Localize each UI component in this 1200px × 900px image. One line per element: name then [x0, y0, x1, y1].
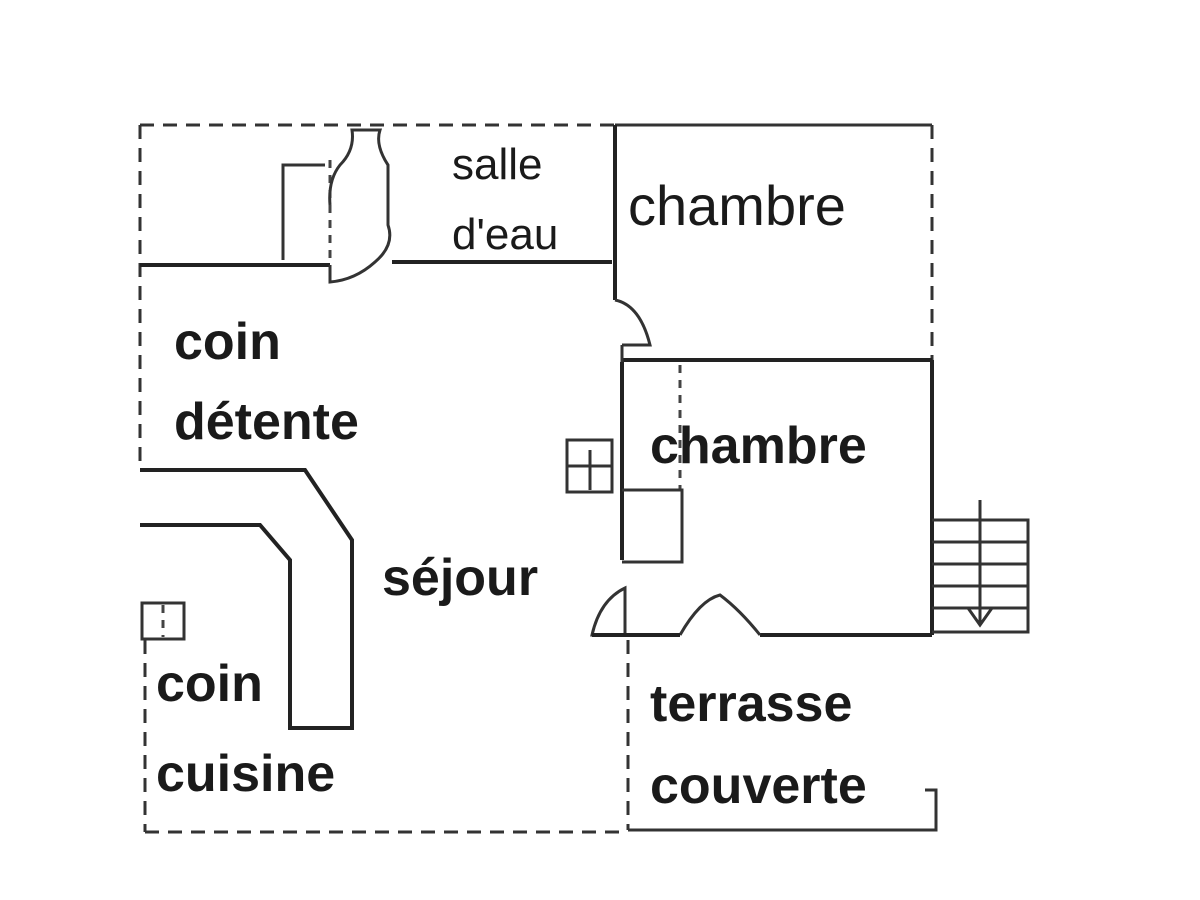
label-terrasse-line2: couverte — [650, 757, 867, 815]
label-coin-detente-line2: détente — [174, 393, 359, 451]
stairs — [932, 500, 1030, 634]
label-salle-eau-line2: d'eau — [452, 210, 559, 259]
label-chambre-mid-line1: chambre — [650, 417, 867, 475]
label-chambre-top-line1: chambre — [628, 174, 846, 237]
outer-boundary — [138, 123, 934, 834]
wall-salle-eau — [140, 123, 932, 284]
label-terrasse: terrasse couverte — [650, 678, 867, 812]
label-coin-cuisine: coin cuisine — [156, 658, 335, 800]
label-coin-detente: coin détente — [174, 316, 359, 448]
label-chambre-top: chambre — [628, 178, 846, 234]
label-sejour-line1: séjour — [382, 549, 539, 607]
label-terrasse-line1: terrasse — [650, 675, 853, 733]
kitchen-counter — [140, 468, 354, 730]
wall-chambre-mid — [565, 360, 934, 637]
wall-terrasse — [628, 788, 938, 832]
label-coin-cuisine-line1: coin — [156, 655, 263, 713]
label-salle-eau-line1: salle — [452, 140, 543, 189]
label-sejour: séjour — [382, 552, 538, 604]
label-coin-cuisine-line2: cuisine — [156, 745, 336, 803]
wall-chambre-top — [613, 125, 932, 362]
label-coin-detente-line1: coin — [174, 313, 281, 371]
label-chambre-mid: chambre — [650, 420, 867, 472]
label-salle-eau: salle d'eau — [452, 143, 558, 257]
